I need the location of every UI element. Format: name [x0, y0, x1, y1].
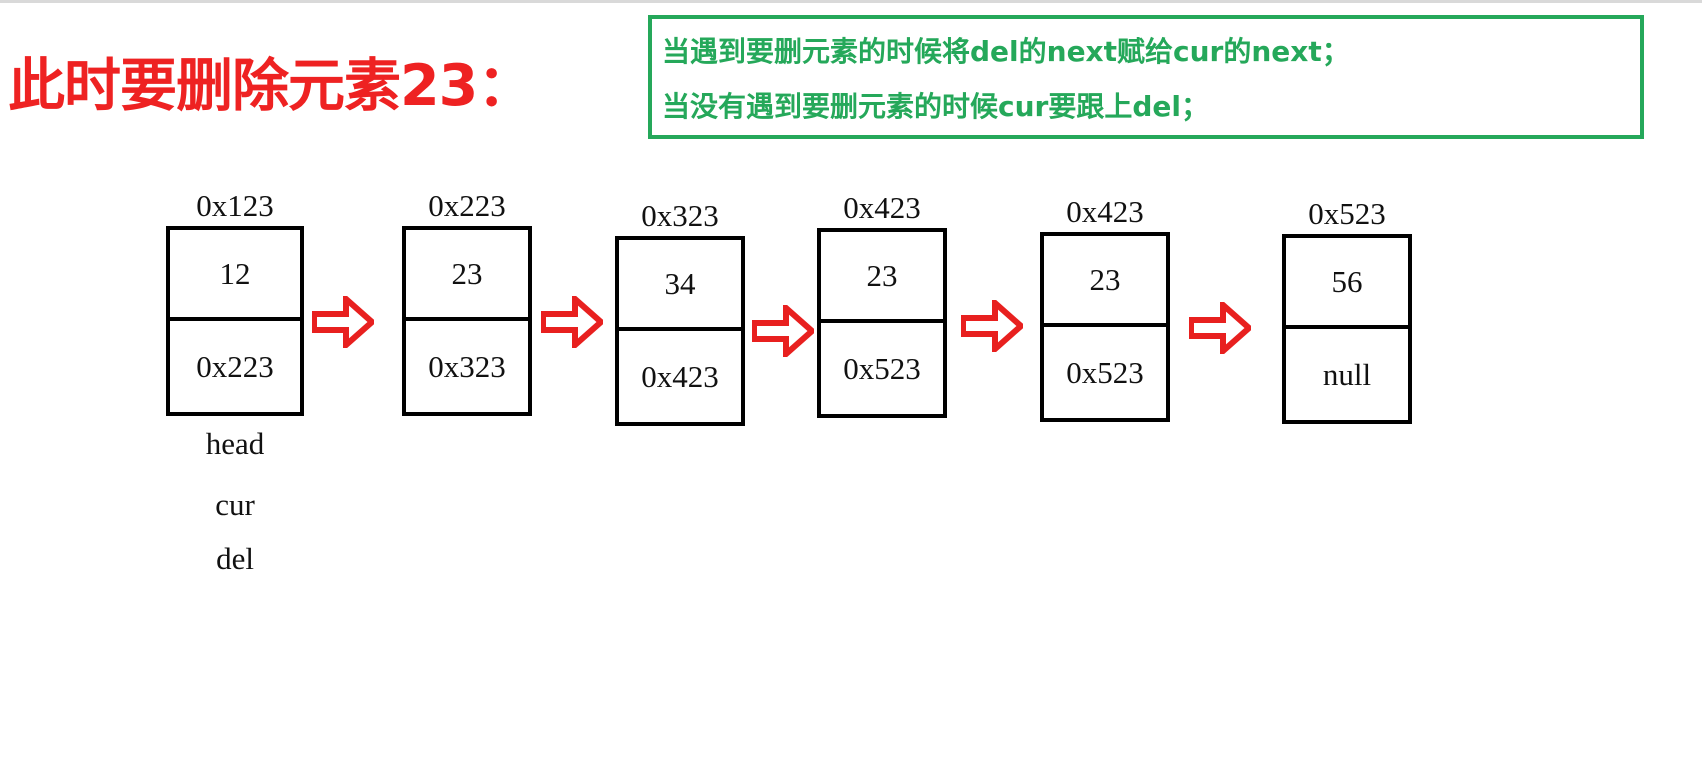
pointer-label-del: del	[216, 541, 254, 576]
node-value-cell: 56	[1286, 238, 1408, 329]
arrow-right-icon	[961, 300, 1023, 352]
note-line-1: 当遇到要删元素的时候将del的next赋给cur的next；	[662, 35, 1350, 68]
node-address-label: 0x323	[641, 198, 719, 233]
node-value-cell: 34	[619, 240, 741, 331]
node-box: 56 null	[1282, 234, 1412, 424]
node-next-cell: null	[1322, 356, 1372, 392]
node-next-cell: 0x523	[843, 350, 921, 386]
node-address-label: 0x423	[1066, 194, 1144, 229]
node-next-cell: 0x323	[428, 348, 506, 384]
node-value-cell: 12	[170, 230, 300, 321]
page-title: 此时要删除元素23：	[8, 53, 534, 119]
top-divider	[0, 0, 1702, 3]
node-box: 23 0x523	[1040, 232, 1170, 422]
node-next-cell: 0x523	[1066, 354, 1144, 390]
node-value-cell: 23	[821, 232, 943, 323]
node-value-cell: 23	[406, 230, 528, 321]
node-address-label: 0x523	[1308, 196, 1386, 231]
node-next-cell: 0x223	[196, 348, 274, 384]
arrow-right-icon	[1189, 302, 1251, 354]
node-address-label: 0x223	[428, 188, 506, 223]
pointer-label-cur: cur	[215, 487, 255, 522]
node-next-cell: 0x423	[641, 358, 719, 394]
node-box: 23 0x323	[402, 226, 532, 416]
node-box: 23 0x523	[817, 228, 947, 418]
node-box: 12 0x223	[166, 226, 304, 416]
node-value-cell: 23	[1044, 236, 1166, 327]
node-address-label: 0x423	[843, 190, 921, 225]
node-box: 34 0x423	[615, 236, 745, 426]
arrow-right-icon	[541, 296, 603, 348]
arrow-right-icon	[312, 296, 374, 348]
pointer-label-head: head	[205, 426, 265, 461]
node-address-label: 0x123	[196, 188, 274, 223]
arrow-right-icon	[752, 305, 814, 357]
green-note-box: 当遇到要删元素的时候将del的next赋给cur的next； 当没有遇到要删元素…	[648, 15, 1644, 139]
note-line-2: 当没有遇到要删元素的时候cur要跟上del；	[662, 90, 1209, 123]
